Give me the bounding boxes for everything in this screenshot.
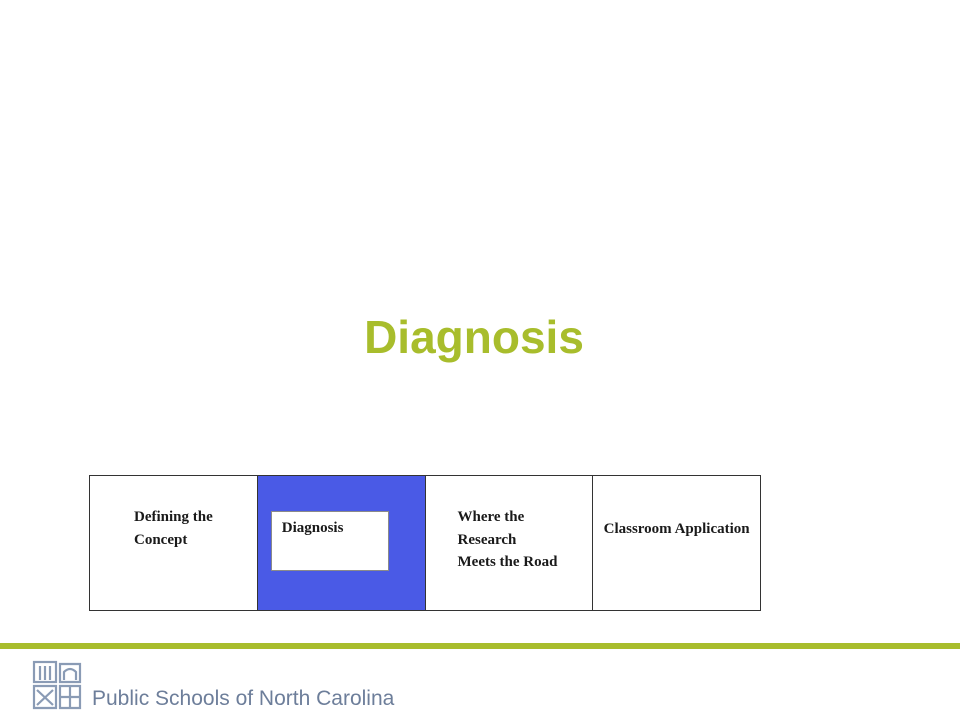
nav-item-label: Where the Research Meets the Road bbox=[457, 509, 558, 570]
nc-public-schools-logo-icon bbox=[32, 660, 84, 712]
nav-item-label: Diagnosis bbox=[281, 520, 344, 536]
nav-item-label: Classroom Application bbox=[603, 521, 750, 537]
section-navigation: Defining the Concept Diagnosis Where the… bbox=[89, 475, 761, 611]
organization-name: Public Schools of North Carolina bbox=[92, 687, 395, 710]
active-item-highlight: Diagnosis bbox=[270, 511, 389, 571]
footer-divider bbox=[0, 643, 960, 649]
nav-item-label: Defining the Concept bbox=[134, 509, 213, 548]
nav-item-research-meets-road[interactable]: Where the Research Meets the Road bbox=[426, 476, 594, 610]
nav-item-classroom-application[interactable]: Classroom Application bbox=[593, 476, 760, 610]
nav-item-defining-the-concept[interactable]: Defining the Concept bbox=[90, 476, 258, 610]
slide-title: Diagnosis bbox=[364, 311, 584, 363]
nav-item-diagnosis[interactable]: Diagnosis bbox=[257, 476, 426, 610]
